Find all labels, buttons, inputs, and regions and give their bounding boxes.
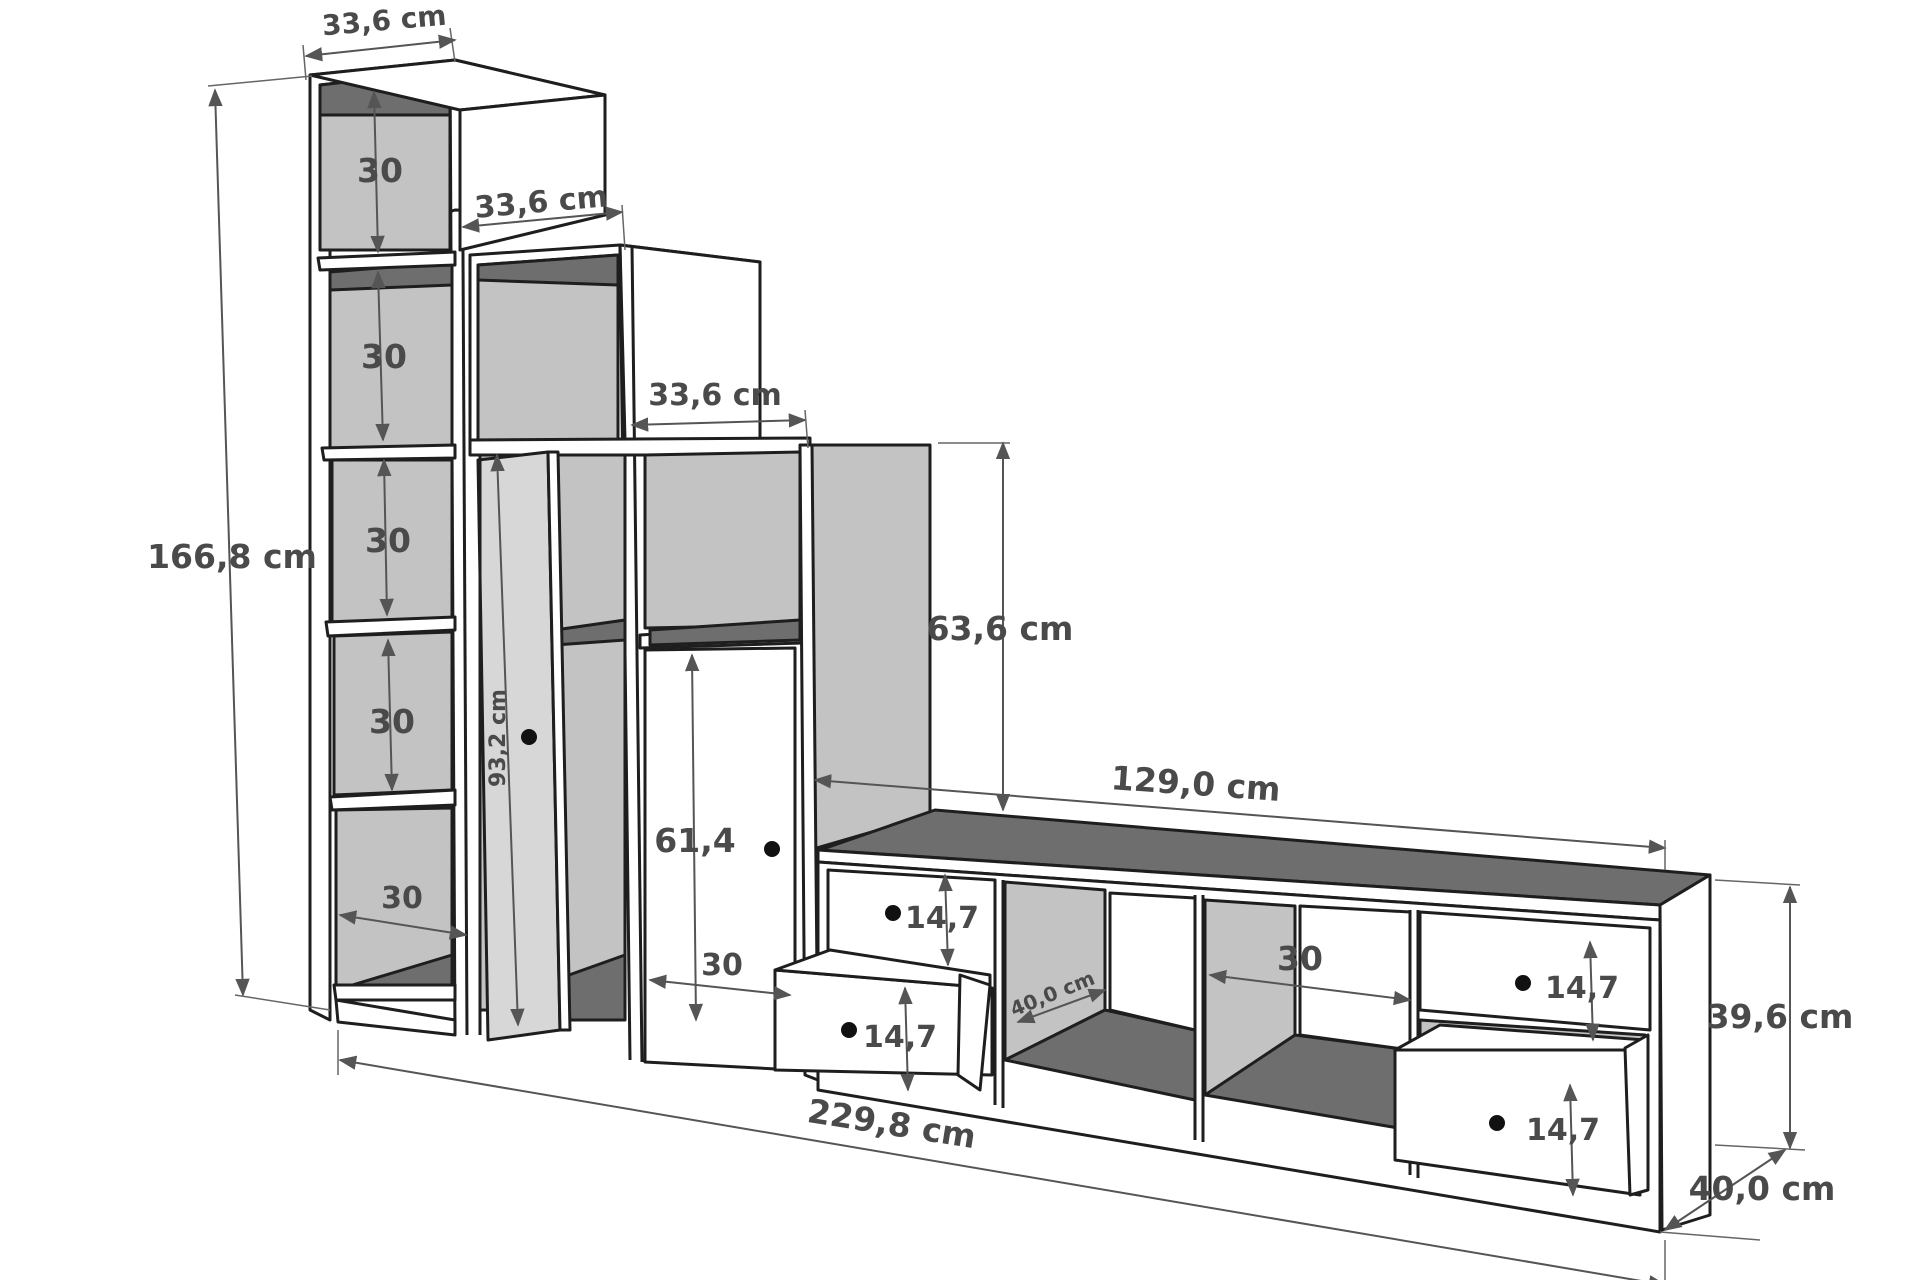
shelf-height-label-4: 30 xyxy=(369,702,415,741)
shelf-height-label-1: 30 xyxy=(357,151,403,190)
drawer-knob-icon xyxy=(1515,975,1531,991)
top-width-label-3: 33,6 cm xyxy=(648,378,782,413)
bench-width-label: 129,0 cm xyxy=(1110,758,1282,809)
bench-height-label: 39,6 cm xyxy=(1707,997,1854,1036)
total-height-label: 166,8 cm xyxy=(147,537,317,576)
bench-inner-width-label: 30 xyxy=(1277,939,1323,978)
shelf-height-label-3: 30 xyxy=(365,521,411,560)
door-height-label: 93,2 cm xyxy=(486,689,511,787)
door-knob-icon xyxy=(521,729,537,745)
inner-width-label-mid: 30 xyxy=(701,948,743,983)
cabinet-section xyxy=(638,443,932,1082)
shelf-height-label-2: 30 xyxy=(361,337,407,376)
drawer-knob-icon xyxy=(841,1022,857,1038)
inner-width-label-left: 30 xyxy=(381,881,423,916)
drawer-knob-icon xyxy=(885,905,901,921)
section-height-label: 63,6 cm xyxy=(927,609,1074,648)
middle-column xyxy=(468,243,812,1063)
cabinet-knob-icon xyxy=(764,841,780,857)
cabinet-door-label: 61,4 xyxy=(654,821,735,860)
drawer-height-label-2: 14,7 xyxy=(863,1020,937,1055)
dimension-lines xyxy=(207,27,1806,1285)
total-depth-label: 40,0 cm xyxy=(1689,1169,1836,1208)
drawer-height-label-4: 14,7 xyxy=(1526,1113,1600,1148)
top-width-label-1: 33,6 cm xyxy=(321,0,448,42)
drawer-knob-icon xyxy=(1489,1115,1505,1131)
drawer-height-label-1: 14,7 xyxy=(905,901,979,936)
drawer-height-label-3: 14,7 xyxy=(1545,971,1619,1006)
